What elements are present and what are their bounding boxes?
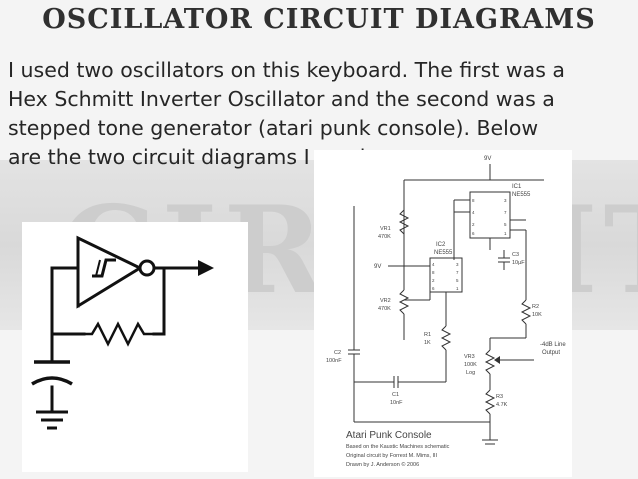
label-c2-name: C2 [334, 350, 341, 356]
label-vr3-taper: Log [466, 370, 475, 376]
paragraph-line: stepped tone generator (atari punk conso… [8, 116, 539, 140]
label-vr3-value: 100K [464, 362, 477, 368]
label-r1-value: 1K [424, 340, 431, 346]
label-output-2: Output [542, 350, 560, 356]
label-c1-name: C1 [392, 392, 399, 398]
paragraph-line: I used two oscillators on this keyboard.… [8, 58, 565, 82]
ic1-pin: 1 [504, 231, 507, 236]
ic1-pin: 2 [472, 222, 475, 227]
caption-line3: Drawn by J. Anderson © 2006 [346, 461, 419, 468]
ic1-pin: 5 [504, 222, 507, 227]
ic2-pin: 6 [432, 286, 435, 291]
label-r3-name: R3 [496, 394, 503, 400]
paragraph-line: are the two circuit diagrams I used. [8, 145, 372, 169]
ground-icon [36, 410, 68, 430]
label-r2-name: R2 [532, 304, 539, 310]
label-ic2-part: NE555 [434, 250, 453, 256]
label-c3-value: 10µF [512, 260, 525, 266]
slide-paragraph: I used two oscillators on this keyboard.… [8, 56, 632, 172]
label-c2-value: 100nF [326, 358, 342, 364]
label-r2-value: 10K [532, 312, 542, 318]
resistor-icon [84, 321, 154, 347]
schmitt-oscillator-schematic [22, 222, 248, 472]
schmitt-oscillator-diagram [31, 235, 214, 430]
caption-line2: Original circuit by Forrest M. Mims, III [346, 453, 438, 459]
ic2-pin: 1 [456, 286, 459, 291]
ic1-pin: 6 [472, 231, 475, 236]
ic2-pin: 7 [456, 270, 459, 275]
label-vr3-name: VR3 [464, 354, 475, 360]
caption-title: Atari Punk Console [346, 430, 432, 441]
ic2-pin: 4 [432, 262, 435, 267]
label-supply: 9V [484, 156, 491, 162]
ic2-pin: 2 [432, 278, 435, 283]
label-ic1-name: IC1 [512, 184, 522, 190]
label-c1-value: 10nF [390, 400, 403, 406]
paragraph-line: Hex Schmitt Inverter Oscillator and the … [8, 87, 555, 111]
label-vr2-name: VR2 [380, 298, 391, 304]
capacitor-icon [31, 360, 73, 386]
slide-title: OSCILLATOR CIRCUIT DIAGRAMS [42, 4, 596, 35]
label-vr2-value: 470K [378, 306, 391, 312]
atari-punk-console-schematic: 9V IC1 NE555 IC2 NE555 VR1 470K VR2 470K… [314, 150, 572, 477]
label-r3-value: 4.7K [496, 402, 508, 408]
ic2-pin: 8 [432, 270, 435, 275]
label-r1-name: R1 [424, 332, 431, 338]
label-c3-name: C3 [512, 252, 519, 258]
label-ic1-part: NE555 [512, 192, 531, 198]
ic1-pin: 7 [504, 210, 507, 215]
schmitt-inverter-icon [76, 235, 156, 309]
label-vin: 9V [374, 264, 381, 270]
ic1-pin: 8 [472, 198, 475, 203]
ic1-pin: 3 [504, 198, 507, 203]
label-vr1-value: 470K [378, 234, 391, 240]
caption-line1: Based on the Kaustic Machines schematic [346, 444, 450, 450]
ic1-pin: 4 [472, 210, 475, 215]
label-ic2-name: IC2 [436, 242, 446, 248]
output-arrow-icon [198, 260, 214, 276]
ic2-pin: 3 [456, 262, 459, 267]
label-vr1-name: VR1 [380, 226, 391, 232]
label-output-1: -4dB Line [540, 342, 566, 348]
ic2-pin: 5 [456, 278, 459, 283]
atari-punk-console-diagram: 9V IC1 NE555 IC2 NE555 VR1 470K VR2 470K… [326, 156, 566, 468]
